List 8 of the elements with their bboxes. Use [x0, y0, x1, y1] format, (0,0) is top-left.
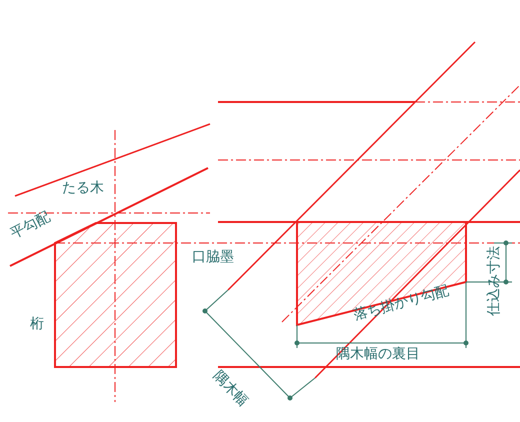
dimension-label: 仕込み寸法 [486, 246, 502, 316]
beam-label: 桁 [30, 316, 44, 332]
marking-label: 口脇墨 [192, 249, 234, 265]
rafter-label: たる木 [62, 180, 104, 196]
slope-label: 平勾配 [8, 208, 53, 242]
slope-label: 落ち掛かり勾配 [352, 282, 451, 324]
dimension-label: 隅木幅 [210, 368, 251, 410]
dimension-label: 隅木幅の裏目 [336, 346, 420, 362]
